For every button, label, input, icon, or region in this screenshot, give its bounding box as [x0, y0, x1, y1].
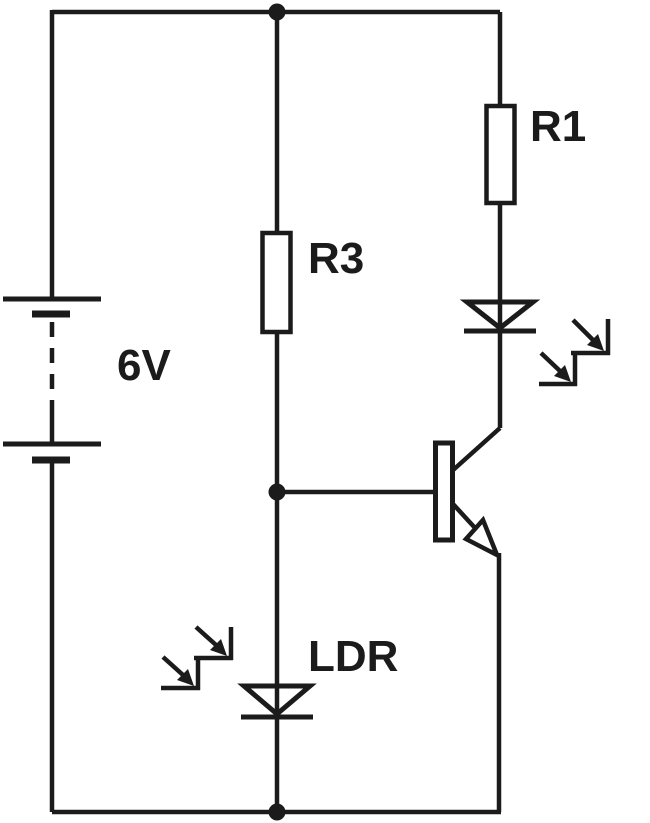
arrow-shaft	[194, 625, 218, 647]
transistor-emitter-arrowhead	[462, 515, 502, 560]
arrow-head	[210, 639, 227, 656]
arrow-shaft	[539, 351, 562, 373]
arrow-shaft	[571, 318, 595, 342]
resistor-r3-label: R3	[308, 234, 364, 283]
led-symbol	[459, 299, 541, 334]
junction-dot-top	[268, 3, 286, 21]
transistor-npn-symbol	[433, 440, 502, 560]
led-light-arrows-icon	[539, 318, 611, 387]
resistor-r1-body	[484, 103, 517, 206]
ldr-light-arrows-icon	[161, 625, 234, 691]
resistor-r3-body	[260, 230, 293, 335]
arrow-head	[587, 334, 604, 351]
collector-wire	[450, 426, 502, 473]
arrow-head	[177, 669, 194, 686]
arrow-head	[554, 365, 571, 382]
emitter-wire	[451, 502, 478, 531]
battery-symbol	[3, 296, 101, 464]
ldr-label: LDR	[308, 632, 398, 681]
transistor-base-bar	[433, 440, 455, 543]
led-triangle	[459, 299, 541, 332]
junction-dot-middle	[268, 483, 286, 501]
resistor-r1-label: R1	[530, 102, 586, 151]
arrow-shaft	[161, 655, 185, 677]
junction-dot-bottom	[268, 803, 286, 821]
ldr-symbol	[237, 683, 317, 720]
battery-voltage-label: 6V	[117, 341, 171, 390]
ldr-triangle	[237, 683, 317, 718]
wires	[49, 9, 503, 815]
